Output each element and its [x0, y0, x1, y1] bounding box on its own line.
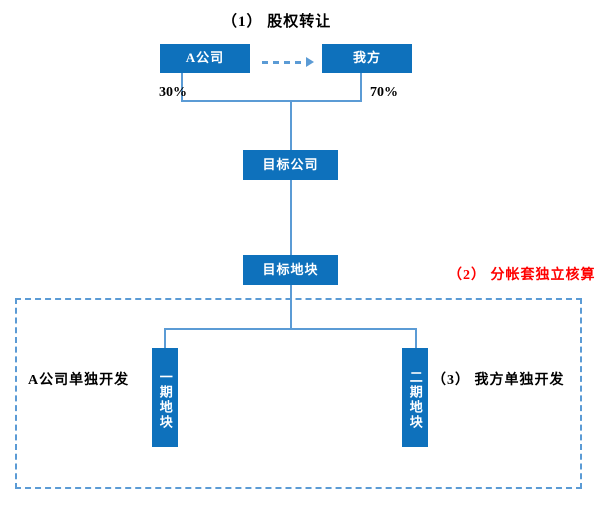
- step-3-right-development-label: （3） 我方单独开发: [432, 373, 565, 388]
- ownership-right-percent: 70%: [370, 85, 398, 100]
- node-company-a[interactable]: A公司: [160, 44, 250, 73]
- separate-accounting-region: [15, 298, 582, 489]
- connector-to-target-company: [290, 100, 292, 150]
- node-our-side[interactable]: 我方: [322, 44, 412, 73]
- connector-split-horizontal: [164, 328, 417, 330]
- share-transfer-arrow-icon: [262, 57, 314, 67]
- node-phase-two-land[interactable]: 二期地块: [402, 348, 428, 447]
- connector-our-side-down: [360, 73, 362, 102]
- connector-to-phase-one: [164, 328, 166, 350]
- arrow-head: [306, 57, 314, 67]
- connector-target-company-to-land: [290, 180, 292, 255]
- ownership-left-percent: 30%: [159, 85, 187, 100]
- step-2-annotation: （2） 分帐套独立核算: [448, 268, 596, 283]
- connector-to-phase-two: [415, 328, 417, 350]
- connector-company-a-down: [181, 73, 183, 102]
- connector-bracket-horizontal: [181, 100, 362, 102]
- left-development-label: A公司单独开发: [28, 373, 130, 388]
- arrow-shaft: [262, 60, 306, 64]
- node-phase-one-land[interactable]: 一期地块: [152, 348, 178, 447]
- step-1-title: （1） 股权转让: [222, 14, 332, 30]
- node-target-land[interactable]: 目标地块: [243, 255, 338, 285]
- connector-land-down: [290, 285, 292, 330]
- node-target-company[interactable]: 目标公司: [243, 150, 338, 180]
